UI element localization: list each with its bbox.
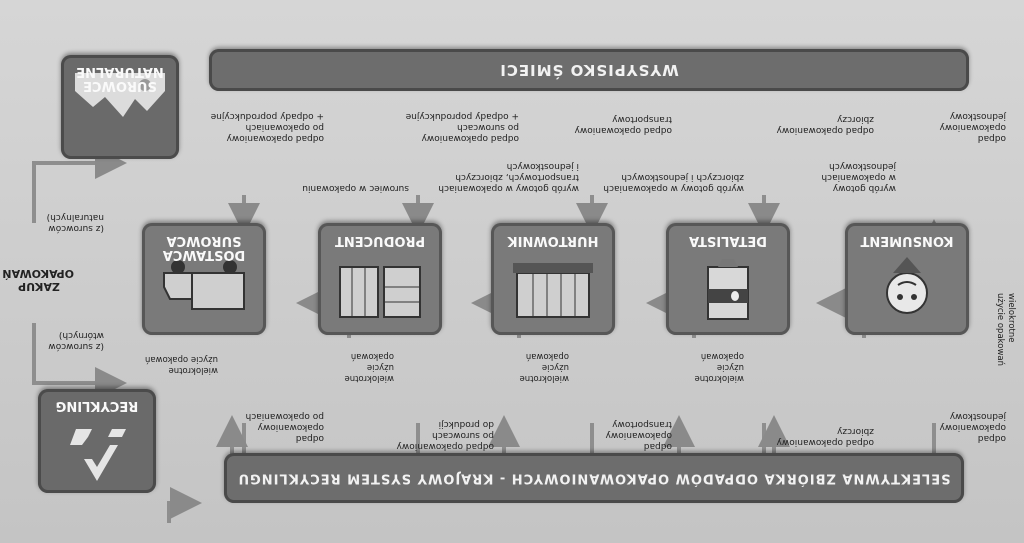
arrow-surowce-dost <box>32 147 127 223</box>
surowce-label: SUROWCE NATURALNE <box>76 64 164 93</box>
label-reuse-consumer: wielokrotne użycie opakowań <box>995 293 1016 367</box>
label-upper-dost: odpad opakowaniowy po opakowaniach <box>245 411 324 443</box>
label-reuse-hurt: wielokrotne użycie opakowań <box>519 351 570 383</box>
node-hurtownik-label: HURTOWNIK <box>507 233 599 248</box>
truck-icon <box>163 260 245 310</box>
label-lower-consumer: odpad opakowaniowy jednostkowy <box>939 111 1006 143</box>
recycle-icon <box>70 429 126 481</box>
retail-icon <box>707 259 749 320</box>
recykling-box: RECYKLING <box>38 389 156 493</box>
node-dostawca: DOSTAWCA SUROWCA <box>142 223 266 335</box>
label-upper-consumer: odpad opakowaniowy jednostkowy <box>939 411 1006 443</box>
label-flow-detal-hurt: wyrób gotowy w opakowaniach zbiorczych i… <box>603 172 744 193</box>
recycling-system-bar: SELEKTYWNA ZBIÓRKA ODPADÓW OPAKOWANIOWYC… <box>224 453 964 503</box>
label-lower-dost: odpad opakowaniowy po opakowaniach + odp… <box>210 111 324 143</box>
label-lower-detal: odpad opakowaniowy zbiorczy <box>776 114 874 135</box>
label-reuse-detal: wielokrotne użycie opakowań <box>694 351 745 383</box>
consumer-icon <box>886 257 928 314</box>
node-producent-label: PRODUCENT <box>334 233 426 248</box>
recycling-system-title: SELEKTYWNA ZBIÓRKA ODPADÓW OPAKOWANIOWYC… <box>237 470 951 486</box>
label-flow-prod-dost: surowiec w opakowaniu <box>302 183 409 193</box>
landscape-icon <box>75 73 165 117</box>
label-lower-prod: odpad opakowaniowy po surowcach + odpady… <box>405 111 519 143</box>
label-wtorne: (z surowców wtórnych) <box>48 330 104 351</box>
arrow-recyc-top <box>167 487 202 523</box>
label-upper-hurt: odpad opakowaniowy transportowy <box>605 419 672 451</box>
zakup-label: ZAKUP OPAKOWAŃ <box>2 267 74 293</box>
recykling-label: RECYKLING <box>55 398 139 413</box>
label-reuse-prod: wielokrotne użycie opakowań <box>344 351 395 383</box>
factory-icon <box>339 266 421 318</box>
node-detalista: DETALISTA <box>666 223 790 335</box>
node-dostawca-label: DOSTAWCA SUROWCA <box>162 233 246 262</box>
node-konsument: KONSUMENT <box>845 223 969 335</box>
label-naturalne: (z surowców naturalnych) <box>46 212 104 233</box>
node-detalista-label: DETALISTA <box>689 233 767 248</box>
label-flow-kons-detal: wyrób gotowy w opakowaniach jednostkowyc… <box>821 161 896 193</box>
label-upper-detal: odpad opakowaniowy zbiorczy <box>776 426 874 447</box>
label-upper-prod: odpad opakowaniowy po surowcach do produ… <box>396 419 494 451</box>
label-reuse-dost: wielokrotne użycie opakowań <box>144 354 218 375</box>
landfill-bar: WYSYPISKO ŚMIECI <box>209 49 969 91</box>
node-hurtownik: HURTOWNIK <box>491 223 615 335</box>
arrow-recyc-dost <box>32 323 127 399</box>
node-producent: PRODUCENT <box>318 223 442 335</box>
landfill-title: WYSYPISKO ŚMIECI <box>499 61 679 79</box>
label-flow-hurt-prod: wyrób gotowy w opakowaniach transportowy… <box>438 161 579 193</box>
node-konsument-label: KONSUMENT <box>860 233 954 248</box>
warehouse-icon <box>513 263 593 318</box>
surowce-box: SUROWCE NATURALNE <box>61 55 179 159</box>
label-lower-hurt: odpad opakowaniowy transportowy <box>574 114 672 135</box>
